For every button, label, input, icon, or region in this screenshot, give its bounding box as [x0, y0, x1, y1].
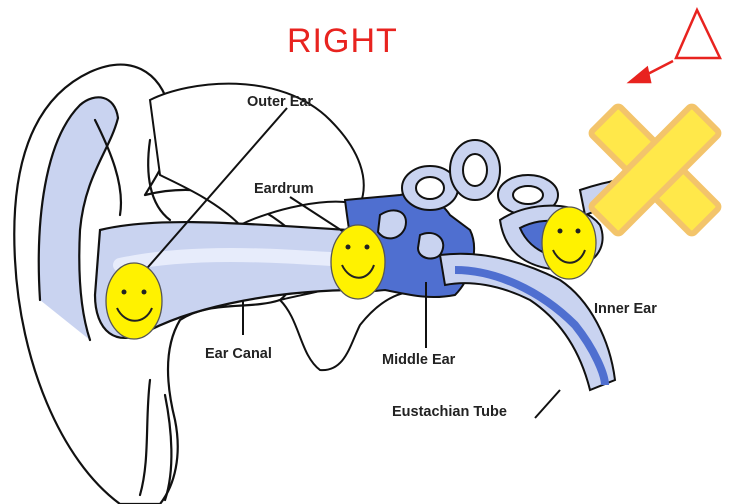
- label-eardrum: Eardrum: [254, 181, 314, 197]
- label-middle-ear: Middle Ear: [382, 352, 456, 368]
- triangle-arrow-icon: [630, 10, 720, 82]
- smiley-face-icon: [542, 207, 596, 279]
- label-outer-ear: Outer Ear: [247, 94, 313, 110]
- label-eustachian-tube: Eustachian Tube: [392, 404, 507, 420]
- smiley-face-icon: [106, 263, 162, 339]
- label-inner-ear: Inner Ear: [594, 301, 657, 317]
- label-ear-canal: Ear Canal: [205, 346, 272, 362]
- smiley-face-icon: [331, 225, 385, 299]
